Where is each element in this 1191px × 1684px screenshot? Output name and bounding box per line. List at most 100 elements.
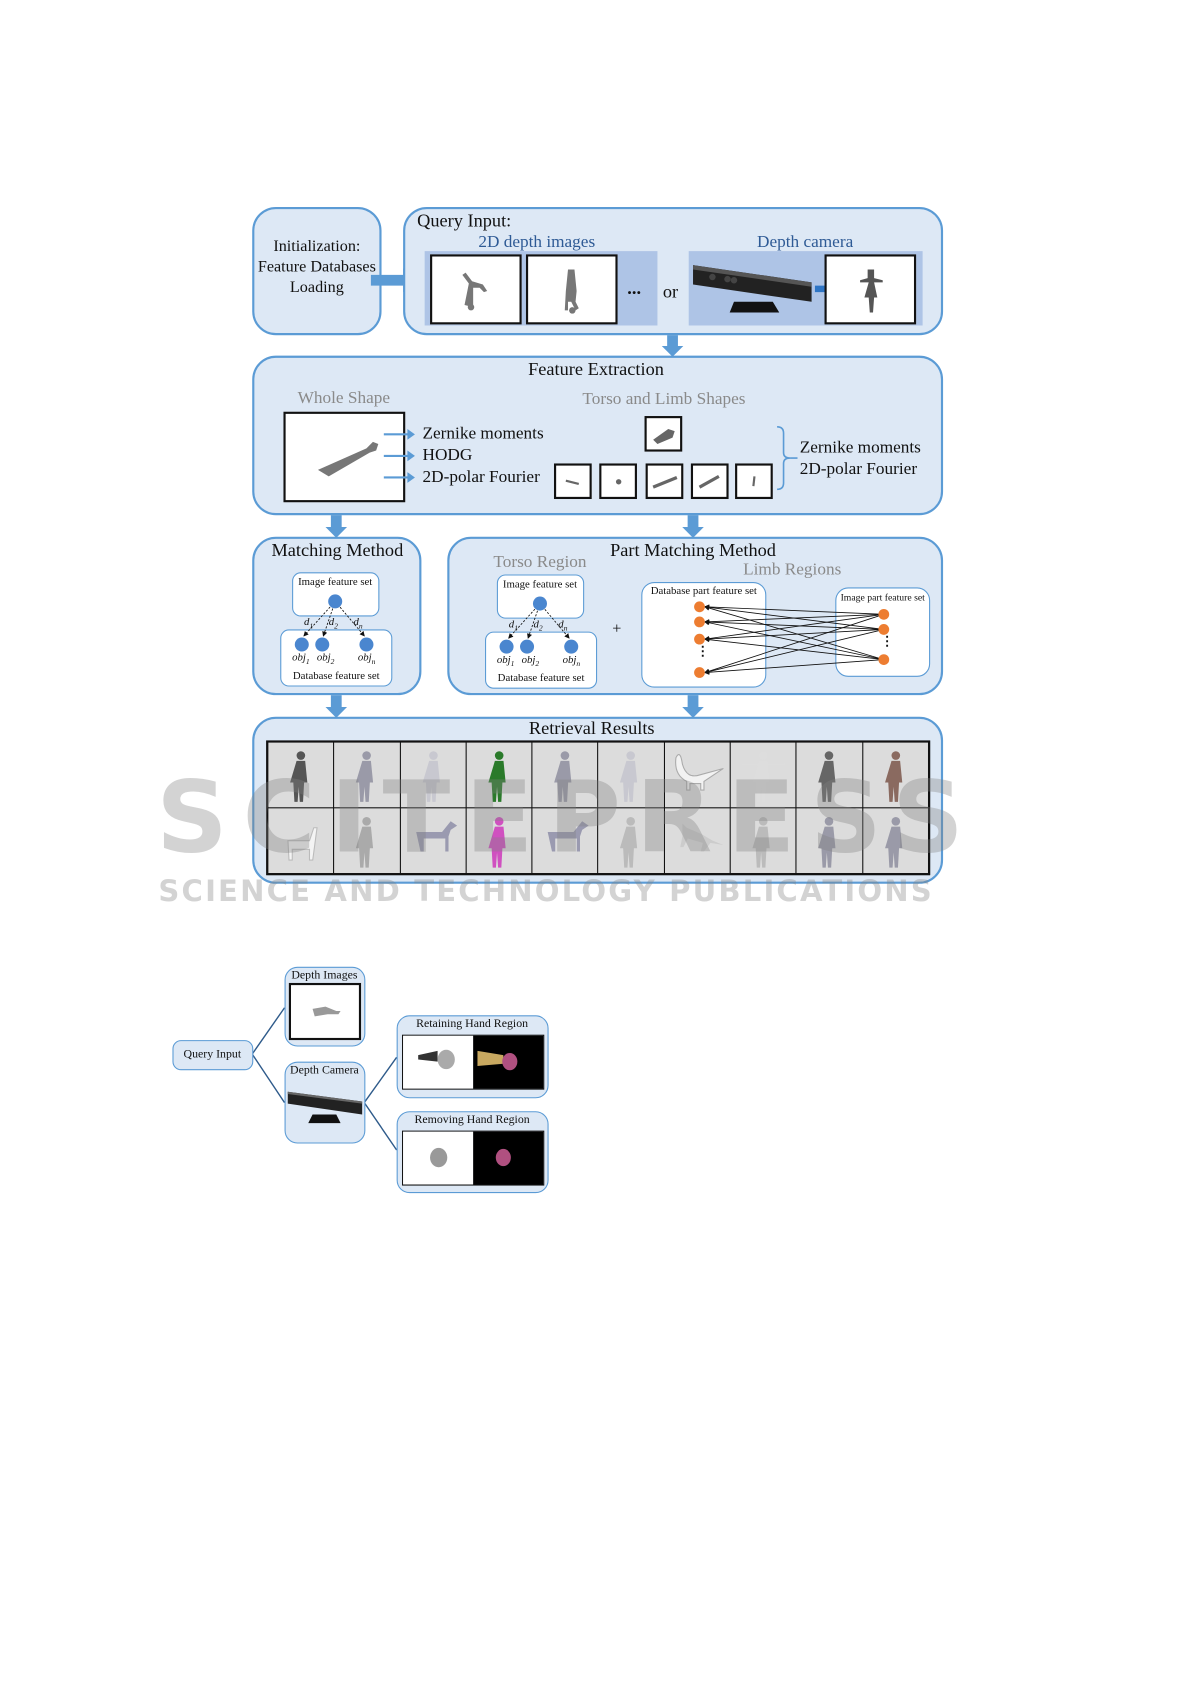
horse-icon — [415, 821, 457, 852]
feature-hodg: HODG — [422, 446, 473, 465]
limb-image-3 — [645, 463, 684, 500]
retrieval-result-human-gray — [796, 808, 862, 874]
database-feature-set-box — [280, 629, 393, 687]
retrieval-result-chair — [268, 808, 334, 874]
image-feature-set-box — [292, 572, 380, 617]
human-kick-icon — [356, 816, 374, 868]
limb-image-1 — [553, 463, 592, 500]
part-feature-zernike: Zernike moments — [799, 438, 921, 457]
or-label: or — [662, 281, 679, 302]
human-gray-icon — [884, 816, 902, 868]
robot-icon — [620, 751, 638, 802]
kinect-camera-icon — [693, 265, 812, 313]
retrieval-result-horse — [400, 808, 466, 874]
limb-matching-graph — [694, 601, 890, 678]
distance-label-2: d2 — [328, 616, 338, 631]
kinect-camera-icon — [287, 1091, 363, 1124]
human-green-icon — [488, 751, 506, 802]
brace-icon — [777, 426, 798, 491]
distance-label-n: dn — [353, 616, 363, 631]
distance-label-1: d1 — [303, 616, 314, 631]
retrieval-result-human-woman — [796, 742, 862, 808]
torso-distance-label-1: d1 — [508, 618, 518, 633]
init-line3: Loading — [289, 279, 344, 297]
torso-image-feature-set-label: Image feature set — [502, 578, 578, 591]
object-label-2: obj2 — [316, 652, 335, 667]
query-title: Query Input: — [417, 210, 512, 231]
removing-color-image — [473, 1131, 544, 1185]
part-matching-title: Part Matching Method — [610, 539, 776, 561]
human-pink-icon — [488, 816, 506, 868]
torso-limb-label: Torso and Limb Shapes — [582, 390, 746, 409]
feature-extraction-title: Feature Extraction — [528, 358, 664, 380]
limb-regions-label: Limb Regions — [743, 560, 842, 579]
limb-image-4 — [690, 463, 729, 500]
torso-distance-label-n: dn — [558, 618, 568, 633]
retaining-color-image — [473, 1035, 544, 1089]
depth-images-label: 2D depth images — [478, 232, 596, 252]
horse-icon — [547, 821, 589, 852]
human-walk-icon — [752, 816, 770, 868]
init-line2: Feature Databases — [257, 258, 376, 276]
torso-object-label-1: obj1 — [496, 654, 515, 669]
retrieval-results-grid — [266, 740, 931, 876]
human-woman-icon — [818, 751, 836, 802]
down-arrow-icon — [682, 515, 704, 538]
database-part-feature-set-label: Database part feature set — [650, 585, 757, 598]
torso-object-label-n: objn — [562, 654, 581, 669]
retrieval-result-robot — [400, 742, 466, 808]
removing-depth-image — [403, 1131, 474, 1185]
query-input-node — [172, 1040, 254, 1071]
down-arrow-icon — [325, 695, 348, 718]
depth-camera-node-label: Depth Camera — [290, 1063, 359, 1077]
feature-arrows — [383, 428, 415, 483]
init-line1: Initialization: — [273, 238, 361, 256]
removing-hand-label: Removing Hand Region — [414, 1113, 530, 1127]
query-input-label: Query Input — [183, 1047, 242, 1061]
torso-image-feature-set-box — [496, 574, 585, 619]
retaining-hand-label: Retaining Hand Region — [416, 1017, 529, 1031]
depth-images-node-image — [288, 982, 362, 1041]
depth-camera-label: Depth camera — [757, 232, 854, 252]
connector-lines — [251, 1007, 398, 1151]
limb-image-2 — [599, 463, 637, 500]
ellipsis: ... — [627, 278, 642, 299]
retrieval-result-human-gray — [334, 742, 400, 808]
torso-image — [644, 416, 683, 452]
retrieval-result-human-kick — [334, 808, 400, 874]
human-gray-icon — [818, 816, 836, 868]
feature-polar-fourier: 2D-polar Fourier — [422, 467, 540, 487]
retrieval-result-human-gray — [532, 742, 598, 808]
part-feature-polar-fourier: 2D-polar Fourier — [799, 460, 918, 479]
human-dark-icon — [290, 751, 308, 802]
retrieval-result-human-gray — [862, 808, 928, 874]
matching-graph — [294, 594, 374, 652]
down-arrow-icon — [661, 335, 684, 357]
retaining-hand-images — [402, 1034, 545, 1090]
retrieval-result-human-walk — [730, 808, 796, 874]
retrieval-result-dinosaur — [664, 742, 730, 808]
retaining-depth-image — [403, 1035, 474, 1089]
human-gray-icon — [554, 751, 572, 802]
image-feature-set-label: Image feature set — [298, 576, 373, 589]
torso-region-label: Torso Region — [493, 552, 587, 572]
image-part-feature-set-label: Image part feature set — [840, 591, 925, 603]
retrieval-result-human-tpose — [730, 742, 796, 808]
robot-icon — [422, 751, 440, 802]
vertical-ellipsis: ⋮ — [880, 633, 894, 649]
feature-zernike: Zernike moments — [422, 424, 544, 443]
limb-image-5 — [735, 463, 773, 500]
plus-sign: + — [612, 620, 622, 639]
retrieval-result-human-green — [466, 742, 532, 808]
retrieval-result-human-brown — [862, 742, 928, 808]
chair-icon — [287, 827, 318, 861]
human-brown-icon — [884, 751, 902, 802]
human-tpose-icon — [741, 751, 785, 802]
retrieval-result-human-pink — [466, 808, 532, 874]
database-feature-set-label: Database feature set — [292, 670, 380, 683]
retrieval-result-human-dark — [268, 742, 334, 808]
depth-image-2 — [525, 254, 618, 325]
human-gray-icon — [356, 751, 374, 802]
retrieval-result-human-point — [598, 808, 664, 874]
